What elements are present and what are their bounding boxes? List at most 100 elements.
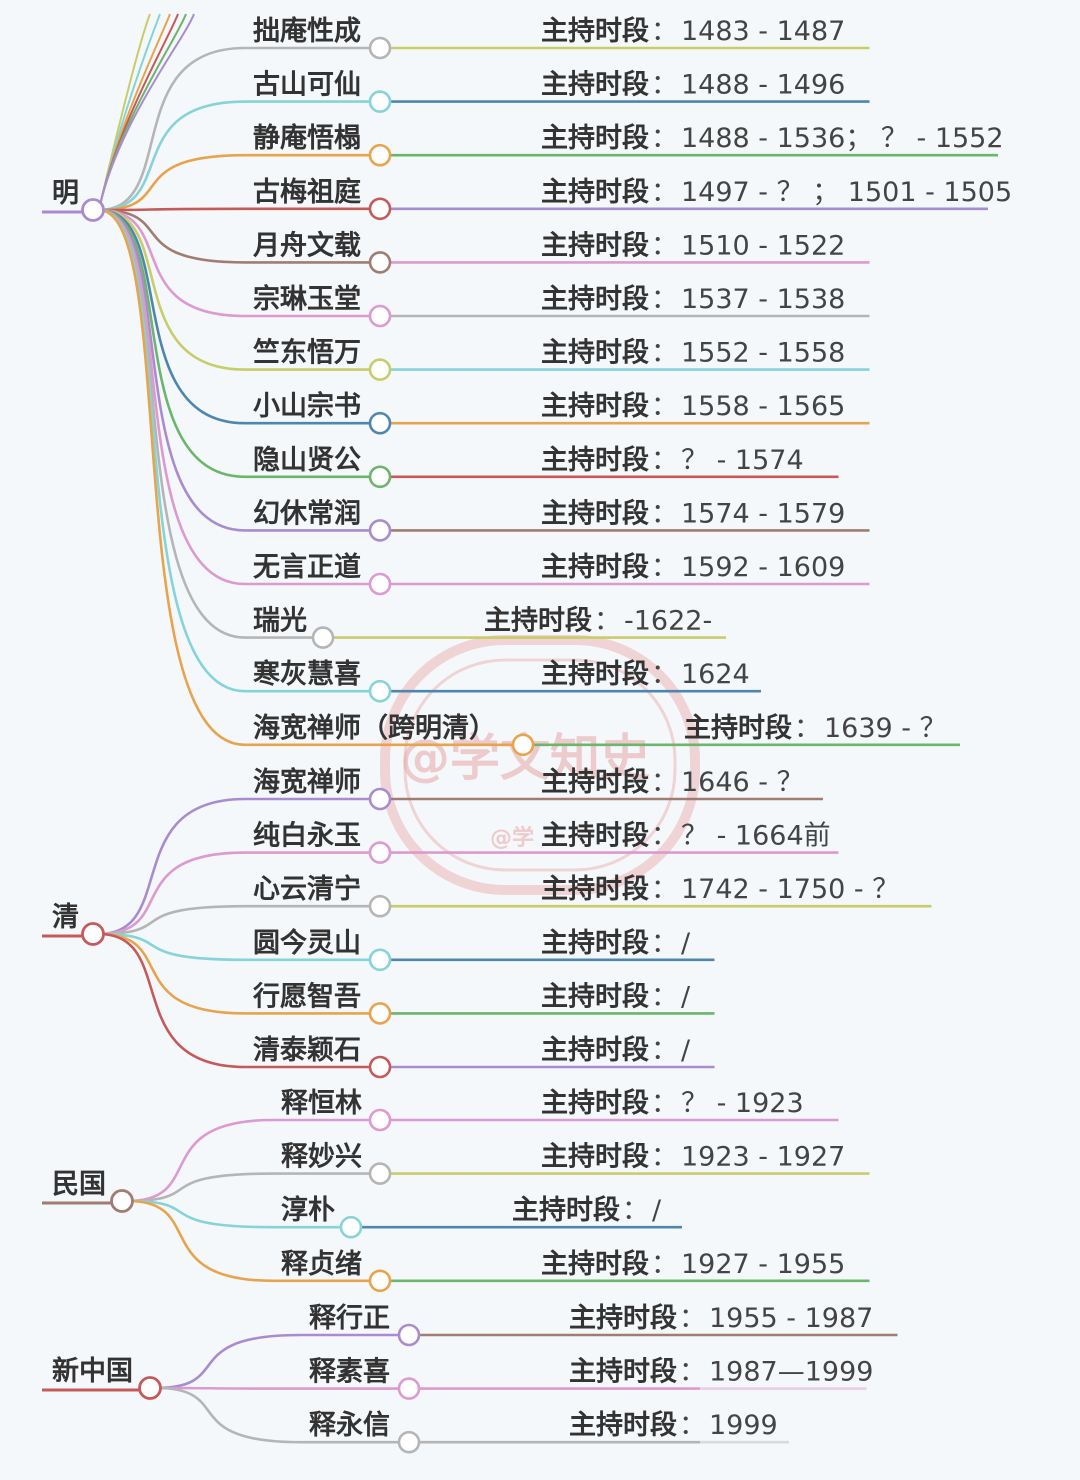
- period-label: 主持时段: [569, 1410, 677, 1441]
- entry-node-circle: [368, 304, 392, 328]
- entry-node-circle: [368, 948, 392, 972]
- period-value: 1574 - 1579: [681, 498, 845, 529]
- entry-node-circle: [368, 1108, 392, 1132]
- monk-name: 无言正道: [253, 551, 361, 583]
- monk-name: 圆今灵山: [253, 927, 361, 959]
- monk-name: 月舟文载: [252, 229, 361, 261]
- period-colon: ：: [651, 1249, 678, 1280]
- monk-name: 古梅祖庭: [253, 176, 361, 208]
- monk-name: 竺东悟万: [253, 337, 361, 369]
- monk-name: 释恒林: [281, 1088, 362, 1119]
- period-label: 主持时段: [569, 1303, 677, 1334]
- period-label: 主持时段: [541, 552, 649, 583]
- branch-curve: [98, 797, 369, 936]
- period-value: /: [681, 928, 691, 959]
- branch-curve: [98, 932, 369, 1015]
- monk-name: 清泰颖石: [253, 1035, 361, 1066]
- branch-curve: [155, 1333, 398, 1390]
- period-value: /: [681, 1035, 691, 1066]
- period-label: 主持时段: [541, 123, 649, 154]
- entry-node-circle: [339, 1215, 363, 1239]
- branch-curve: [98, 208, 369, 532]
- branch-curve: [98, 932, 369, 1069]
- entry-node-circle: [368, 787, 392, 811]
- entry-node-circle: [368, 572, 392, 596]
- monk-name: 寒灰慧喜: [253, 658, 361, 690]
- period-value: 1537 - 1538: [681, 284, 845, 315]
- monk-name: 纯白永玉: [253, 820, 361, 852]
- monk-name: 小山宗书: [253, 390, 361, 422]
- monk-name: 海宽禅师: [253, 766, 361, 798]
- period-colon: ：: [679, 1303, 706, 1334]
- period-colon: ：: [679, 1357, 706, 1388]
- monk-name: 释永信: [309, 1410, 390, 1441]
- entry-node-circle: [368, 358, 392, 381]
- period-colon: ：: [651, 1035, 678, 1066]
- period-colon: ：: [651, 230, 678, 261]
- branch-curve: [98, 207, 369, 212]
- entry-node-circle: [368, 679, 392, 703]
- period-value: 1592 - 1609: [681, 552, 845, 583]
- period-colon: ：: [651, 70, 678, 101]
- period-colon: ：: [651, 874, 678, 905]
- period-colon: ：: [651, 498, 678, 529]
- monk-name: 心云清宁: [253, 873, 361, 905]
- period-label: 主持时段: [541, 230, 649, 261]
- period-label: 主持时段: [541, 821, 649, 852]
- monk-name: 释行正: [309, 1302, 390, 1334]
- period-value: 1927 - 1955: [681, 1249, 845, 1280]
- watermark-ring-inner: [403, 658, 677, 872]
- monk-name: 海宽禅师（跨明清）: [253, 712, 496, 744]
- period-value: ？ - 1923: [681, 1088, 804, 1119]
- entry-node-circle: [397, 1323, 421, 1347]
- branch-curve: [98, 208, 369, 371]
- period-colon: ：: [622, 1195, 649, 1226]
- entry-node-circle: [368, 519, 392, 542]
- period-value: 1488 - 1496: [681, 70, 845, 101]
- period-label: 主持时段: [512, 1195, 620, 1226]
- period-colon: ：: [679, 1410, 706, 1441]
- period-colon: ：: [651, 1142, 678, 1173]
- era-label: 新中国: [52, 1355, 133, 1387]
- monk-name: 行愿智吾: [252, 980, 361, 1012]
- period-colon: ：: [594, 606, 621, 637]
- monk-name: 隐山贤公: [253, 445, 361, 476]
- entry-node-circle: [511, 733, 535, 757]
- branch-curve: [127, 1199, 340, 1229]
- branch-curve: [98, 208, 369, 264]
- period-colon: ：: [651, 767, 678, 798]
- period-label: 主持时段: [541, 928, 649, 959]
- blur-patch: [700, 1360, 1040, 1460]
- entry-node-circle: [368, 197, 392, 221]
- period-label: 主持时段: [541, 981, 649, 1012]
- entry-node-circle: [368, 894, 392, 918]
- period-colon: ：: [651, 16, 678, 47]
- period-label: 主持时段: [541, 284, 649, 315]
- period-value: 1646 - ？: [681, 767, 804, 798]
- era-label: 明: [52, 178, 79, 209]
- era-node-circle: [138, 1376, 162, 1400]
- period-value: 1742 - 1750 - ？: [681, 874, 899, 905]
- period-colon: ：: [651, 391, 678, 422]
- era-node-circle: [81, 922, 105, 946]
- period-label: 主持时段: [541, 391, 649, 422]
- period-colon: ：: [651, 981, 678, 1012]
- period-label: 主持时段: [541, 16, 649, 47]
- entry-node-circle: [368, 143, 392, 167]
- period-label: 主持时段: [541, 1249, 649, 1280]
- period-colon: ：: [651, 821, 678, 852]
- branch-curve: [99, 13, 195, 206]
- watermark-subtext: @学: [490, 825, 534, 851]
- period-label: 主持时段: [541, 177, 649, 208]
- period-value: 1483 - 1487: [681, 16, 845, 47]
- entry-node-circle: [311, 626, 335, 649]
- node-layer: 明拙庵性成主持时段：1483 - 1487古山可仙主持时段：1488 - 149…: [52, 15, 1012, 1454]
- period-value: /: [652, 1195, 662, 1226]
- period-value: 1552 - 1558: [681, 338, 845, 369]
- entry-node-circle: [368, 36, 392, 60]
- entry-node-circle: [368, 251, 392, 274]
- monk-name: 释妙兴: [281, 1142, 362, 1173]
- era-label: 民国: [52, 1169, 106, 1200]
- monk-name: 瑞光: [253, 606, 307, 637]
- period-colon: ：: [794, 713, 821, 744]
